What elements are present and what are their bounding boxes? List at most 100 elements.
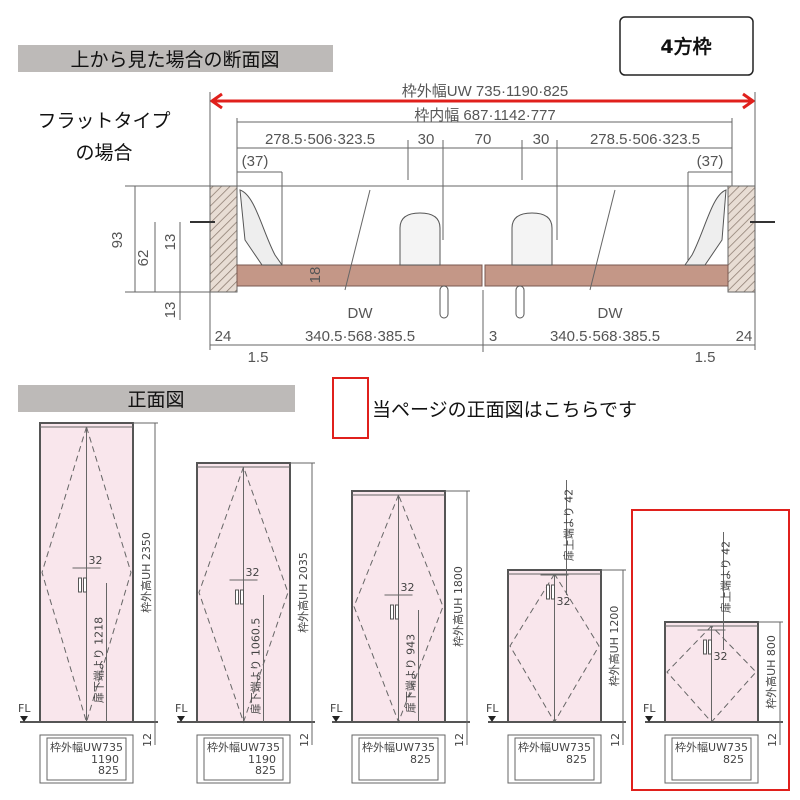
- floor-marker-icon: [332, 716, 340, 722]
- handle-height-dim: 扉上端より 42: [720, 541, 733, 613]
- left-24-dim: 24: [215, 328, 232, 345]
- left-1-5-dim: 1.5: [248, 349, 269, 366]
- gap-30-right: 30: [533, 131, 550, 148]
- right-segment-dim: 278.5·506·323.5: [590, 131, 700, 148]
- current-page-highlight: [631, 509, 790, 791]
- section-banner-front: [18, 385, 295, 412]
- handle-icon: [703, 639, 707, 655]
- frame-height-dim: 枠外高UH 2350: [139, 532, 153, 613]
- floor-level-label: FL: [175, 702, 188, 715]
- bottom-gap-dim: 12: [453, 733, 466, 747]
- frame-height-dim: 枠外高UH 800: [764, 635, 778, 709]
- frame-type-badge: [619, 16, 754, 76]
- right-24-dim: 24: [736, 328, 753, 345]
- left-handle: [399, 212, 441, 266]
- right-hinge: [684, 189, 727, 266]
- width-label-box: [671, 737, 752, 781]
- bottom-gap-dim: 12: [298, 733, 311, 747]
- dw-right-value: 340.5·568·385.5: [550, 328, 660, 345]
- legend-note: 当ページの正面図はこちらです: [372, 399, 637, 421]
- left-door-panel: [236, 264, 483, 287]
- floor-level-label: FL: [18, 702, 31, 715]
- left-37-dim: (37): [242, 153, 269, 170]
- dim-18: 18: [307, 267, 324, 284]
- dw-right-label: DW: [598, 305, 624, 322]
- handle-offset-dim: 32: [89, 554, 103, 567]
- floor-marker-icon: [177, 716, 185, 722]
- handle-icon: [546, 584, 550, 600]
- dim-13-bottom: 13: [162, 302, 179, 319]
- width-label-box: [203, 737, 284, 781]
- handle-offset-dim: 32: [557, 595, 571, 608]
- width-label: 枠外幅UW735: [207, 740, 280, 754]
- type-label-line2: の場合: [75, 142, 132, 164]
- left-frame: [209, 185, 238, 293]
- floor-marker-icon: [488, 716, 496, 722]
- width-label-box: [514, 737, 595, 781]
- floor-level-label: FL: [486, 702, 499, 715]
- right-door-panel: [484, 264, 729, 287]
- dw-left-value: 340.5·568·385.5: [305, 328, 415, 345]
- width-label: 枠外幅UW735: [675, 740, 748, 754]
- width-value: 825: [410, 753, 431, 766]
- width-value: 825: [255, 764, 276, 777]
- handle-icon: [78, 577, 82, 593]
- dim-62: 62: [135, 250, 152, 267]
- handle-height-dim: 扉下端より 1060.5: [250, 618, 263, 715]
- floor-marker-icon: [645, 716, 653, 722]
- handle-icon: [390, 604, 394, 620]
- frame-height-dim: 枠外高UH 1200: [607, 606, 621, 687]
- width-value: 1190: [91, 753, 119, 766]
- type-label-line1: フラットタイプ: [37, 110, 170, 132]
- section-title-top: 上から見た場合の断面図: [70, 49, 279, 71]
- floor-marker-icon: [20, 716, 28, 722]
- right-1-5-dim: 1.5: [695, 349, 716, 366]
- handle-offset-dim: 32: [714, 650, 728, 663]
- inner-width-text: 枠内幅 687·1142·777: [414, 107, 555, 124]
- dw-left-label: DW: [348, 305, 374, 322]
- folding-diamond: [41, 426, 132, 724]
- handle-icon: [235, 589, 239, 605]
- width-label-box: [358, 737, 439, 781]
- handle-offset-dim: 32: [401, 581, 415, 594]
- handle-height-dim: 扉下端より 1218: [93, 617, 106, 703]
- bottom-gap-dim: 12: [766, 733, 779, 747]
- width-label: 枠外幅UW735: [518, 740, 591, 754]
- outer-width-arrow: [209, 92, 756, 110]
- gap-30-left: 30: [418, 131, 435, 148]
- width-value: 825: [566, 753, 587, 766]
- dim-13-top: 13: [162, 234, 179, 251]
- gap-70: 70: [475, 131, 492, 148]
- floor-level-label: FL: [643, 702, 656, 715]
- handle-height-dim: 扉上端より 42: [563, 489, 576, 561]
- outer-width-text: 枠外幅UW 735·1190·825: [402, 83, 568, 100]
- handle-height-dim: 扉下端より 943: [405, 634, 418, 713]
- section-title-front: 正面図: [127, 389, 184, 411]
- width-label: 枠外幅UW735: [362, 740, 435, 754]
- bottom-gap-dim: 12: [609, 733, 622, 747]
- dim-93: 93: [109, 232, 126, 249]
- frame-height-dim: 枠外高UH 1800: [451, 566, 465, 647]
- section-banner-top: [18, 45, 333, 72]
- floor-level-label: FL: [330, 702, 343, 715]
- legend-highlight-box: [332, 377, 369, 439]
- right-frame: [727, 185, 756, 293]
- width-label: 枠外幅UW735: [50, 740, 123, 754]
- width-label-box: [46, 737, 127, 781]
- frame-type-label: 4方枠: [660, 35, 711, 58]
- width-value: 825: [98, 764, 119, 777]
- cross-section: [125, 185, 775, 319]
- right-37-dim: (37): [697, 153, 724, 170]
- bottom-gap-dim: 12: [141, 733, 154, 747]
- center-3-dim: 3: [489, 328, 497, 345]
- frame-height-dim: 枠外高UH 2035: [296, 552, 310, 633]
- width-value: 825: [723, 753, 744, 766]
- left-hinge: [239, 189, 283, 266]
